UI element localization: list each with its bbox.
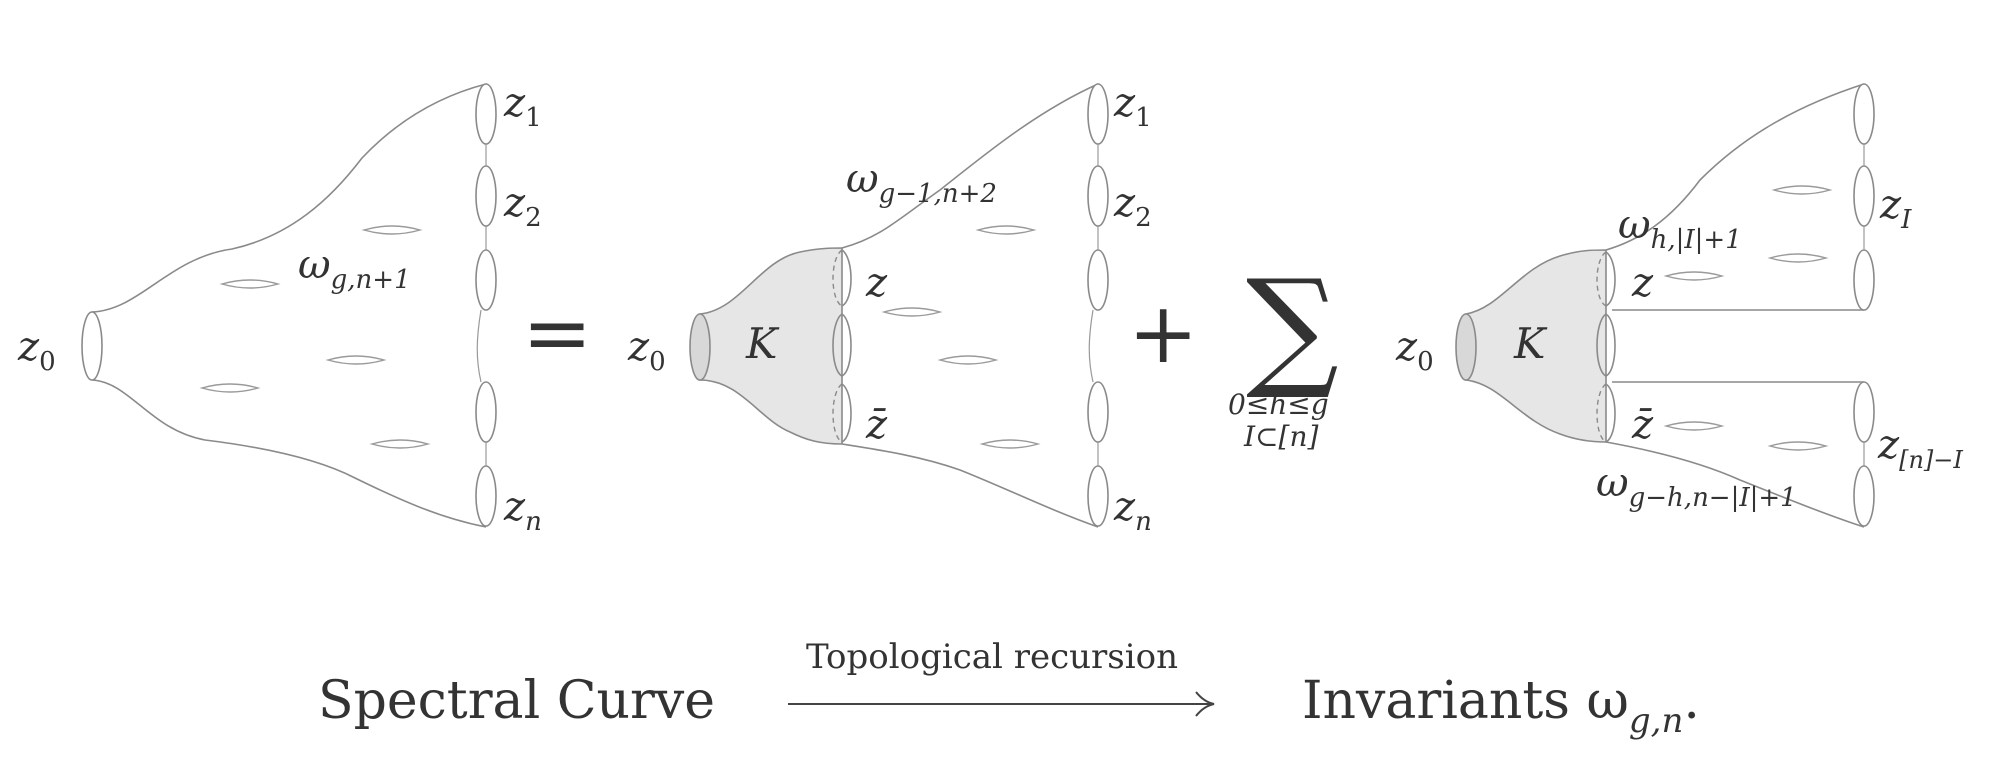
label-z0-left: z0 <box>17 324 56 377</box>
surface-left-outline-top <box>91 83 487 313</box>
genus-holes-left <box>199 225 431 449</box>
boundary-z0-right <box>1455 313 1477 381</box>
label-zn-middle: zn <box>1113 484 1152 537</box>
label-omega-left: ωg,n+1 <box>298 242 411 295</box>
label-z2-left: z2 <box>503 180 542 233</box>
kernel-pants-boundaries-middle <box>832 249 852 443</box>
surface-right-lower-outline-bottom <box>1605 441 1865 528</box>
boundary-middle-2 <box>1087 165 1109 227</box>
boundary-middle-connectors <box>1088 144 1099 466</box>
surface-middle-outline-bottom <box>841 443 1099 528</box>
sum-condition-1: 0≤h≤g <box>1228 388 1329 421</box>
surface-right: z0 K z z̄ ωh,|I|+1 zI z[n]−I ωg−h,n−|I|+… <box>1395 83 1963 528</box>
boundary-middle-1 <box>1087 83 1109 145</box>
label-zn-left: zn <box>503 484 542 537</box>
footer-spectral-curve: Spectral Curve <box>318 671 715 731</box>
label-z-right: z <box>1631 260 1654 306</box>
label-z-middle: z <box>865 260 888 306</box>
label-omega-bottom-right: ωg−h,n−|I|+1 <box>1596 460 1797 513</box>
boundary-left-3 <box>475 249 497 311</box>
boundary-left-1 <box>475 83 497 145</box>
boundary-left-5 <box>475 465 497 527</box>
boundary-right-upper-3 <box>1853 249 1875 311</box>
plus-sign: + <box>1128 284 1198 382</box>
boundary-middle-5 <box>1087 465 1109 527</box>
arrow-right-icon <box>788 691 1215 717</box>
boundary-z0-middle <box>689 313 711 381</box>
surface-middle: z0 K z z̄ z1 z2 zn ωg−1,n+2 <box>627 80 1152 537</box>
kernel-shape-middle <box>699 247 843 445</box>
surface-left-outline-bottom <box>91 379 487 528</box>
boundary-left-4 <box>475 381 497 443</box>
surface-middle-outline-top <box>841 83 1099 249</box>
label-zbar-right: z̄ <box>1631 402 1654 448</box>
boundary-left-connectors <box>476 144 487 466</box>
sum-symbol: ∑ <box>1246 251 1339 403</box>
boundary-right-upper-1 <box>1853 83 1875 145</box>
boundary-right-upper-2 <box>1853 165 1875 227</box>
label-z1-left: z1 <box>503 80 542 133</box>
label-z0-middle: z0 <box>627 324 666 377</box>
kernel-shape-right <box>1465 249 1607 443</box>
label-omega-middle: ωg−1,n+2 <box>846 156 997 209</box>
label-zrest-right: z[n]−I <box>1877 422 1963 474</box>
label-zbar-middle: z̄ <box>865 402 888 448</box>
boundary-right-lower-2 <box>1853 465 1875 527</box>
label-z2-middle: z2 <box>1113 180 1152 233</box>
kernel-pants-boundaries-right <box>1596 251 1616 443</box>
label-z1-middle: z1 <box>1113 80 1152 133</box>
footer: Spectral Curve Topological recursion Inv… <box>318 637 1700 741</box>
footer-arrow-label: Topological recursion <box>806 637 1178 677</box>
boundary-z0-left <box>81 311 103 381</box>
footer-invariants: Invariants ωg,n. <box>1302 671 1700 741</box>
label-zI-right: zI <box>1879 182 1912 235</box>
boundary-left-2 <box>475 165 497 227</box>
surface-left: z0 z1 z2 zn ωg,n+1 <box>17 80 542 537</box>
label-K-right: K <box>1513 319 1548 368</box>
label-omega-top-right: ωh,|I|+1 <box>1618 202 1742 255</box>
boundary-middle-4 <box>1087 381 1109 443</box>
genus-holes-right <box>1663 185 1833 451</box>
surface-right-upper-outline-top <box>1605 83 1865 251</box>
boundary-middle-3 <box>1087 249 1109 311</box>
sum-condition-2: I⊂[n] <box>1243 420 1318 453</box>
label-z0-right: z0 <box>1395 324 1434 377</box>
label-K-middle: K <box>745 319 780 368</box>
genus-holes-middle <box>881 225 1041 449</box>
summation: ∑ 0≤h≤g I⊂[n] <box>1228 251 1339 453</box>
equals-sign: = <box>522 284 592 382</box>
boundary-right-lower-1 <box>1853 381 1875 443</box>
